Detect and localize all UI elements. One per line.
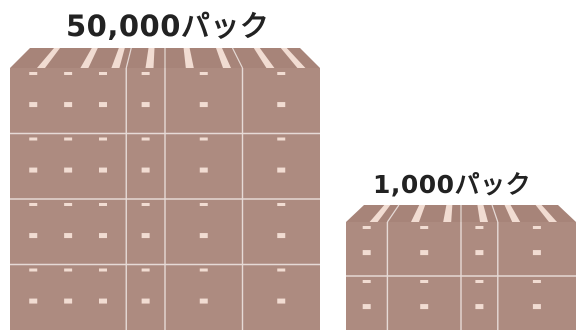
box-label-mark	[362, 250, 371, 256]
box-label-mark	[420, 250, 429, 256]
box-label-mark	[199, 233, 208, 239]
box-tape-mark	[475, 226, 484, 229]
tape-strip	[37, 48, 60, 68]
tape-strip	[369, 205, 391, 222]
tape-strip	[535, 205, 557, 222]
box-label-mark	[277, 298, 286, 304]
box-tape-mark	[532, 226, 541, 229]
box-label-mark	[199, 102, 208, 108]
box-label-mark	[141, 233, 150, 239]
box-tape-mark	[29, 268, 38, 272]
box-tape-mark	[29, 72, 38, 75]
box-tape-mark	[29, 203, 38, 206]
box-label-mark	[29, 298, 38, 304]
box-tape-mark	[199, 203, 208, 206]
box-tape-mark	[362, 226, 371, 229]
tape-strip	[183, 48, 194, 68]
box-tape-mark	[99, 203, 107, 206]
tape-strip	[111, 48, 125, 68]
box-label-mark	[64, 233, 73, 239]
tape-strip	[504, 205, 521, 222]
box-tape-mark	[362, 280, 371, 283]
large-box-stack	[10, 47, 320, 330]
box-label-mark	[99, 233, 107, 239]
tape-strip	[253, 48, 275, 68]
box-tape-mark	[99, 137, 107, 141]
box-label-mark	[420, 304, 429, 310]
box-tape-mark	[199, 72, 208, 75]
top-seam	[125, 47, 132, 69]
box-label-mark	[99, 102, 107, 108]
top-seam	[231, 47, 244, 69]
box-tape-mark	[277, 203, 286, 206]
box-label-mark	[277, 233, 286, 239]
box-label-mark	[141, 102, 150, 108]
box-tape-mark	[141, 203, 150, 206]
box-label-mark	[277, 102, 286, 108]
box-tape-mark	[532, 280, 541, 283]
box-label-mark	[475, 304, 484, 310]
box-label-mark	[64, 298, 73, 304]
tape-strip	[411, 205, 426, 222]
tape-strip	[477, 205, 488, 222]
box-tape-mark	[99, 72, 107, 75]
box-label-mark	[64, 102, 73, 108]
box-tape-mark	[141, 268, 150, 272]
box-tape-mark	[29, 137, 38, 141]
box-label-mark	[532, 304, 541, 310]
box-label-mark	[199, 298, 208, 304]
box-tape-mark	[475, 280, 484, 283]
box-label-mark	[532, 250, 541, 256]
small-pallet-label: 1,000パック	[373, 170, 532, 199]
box-tape-mark	[420, 280, 429, 283]
box-label-mark	[99, 167, 107, 173]
large-pallet-label: 50,000パック	[66, 9, 270, 43]
box-tape-mark	[277, 137, 286, 141]
box-tape-mark	[277, 72, 286, 75]
box-label-mark	[141, 167, 150, 173]
tape-strip	[280, 48, 306, 68]
box-tape-mark	[64, 203, 73, 206]
box-label-mark	[64, 167, 73, 173]
tape-strip	[80, 48, 98, 68]
tape-strip	[443, 205, 453, 222]
tape-strip	[216, 48, 231, 68]
top-seam	[386, 204, 400, 223]
box-tape-mark	[420, 226, 429, 229]
box-tape-mark	[64, 72, 73, 75]
box-tape-mark	[64, 268, 73, 272]
box-label-mark	[99, 298, 107, 304]
box-tape-mark	[141, 72, 150, 75]
box-label-mark	[29, 233, 38, 239]
box-label-mark	[141, 298, 150, 304]
box-label-mark	[475, 250, 484, 256]
box-tape-mark	[141, 137, 150, 141]
top-seam	[491, 204, 499, 223]
small-box-stack	[346, 204, 576, 330]
box-label-mark	[277, 167, 286, 173]
tape-strip	[145, 48, 155, 68]
box-label-mark	[29, 102, 38, 108]
box-tape-mark	[64, 137, 73, 141]
box-tape-mark	[199, 137, 208, 141]
box-label-mark	[362, 304, 371, 310]
box-tape-mark	[99, 268, 107, 272]
box-tape-mark	[199, 268, 208, 272]
box-tape-mark	[277, 268, 286, 272]
box-label-mark	[199, 167, 208, 173]
box-label-mark	[29, 167, 38, 173]
